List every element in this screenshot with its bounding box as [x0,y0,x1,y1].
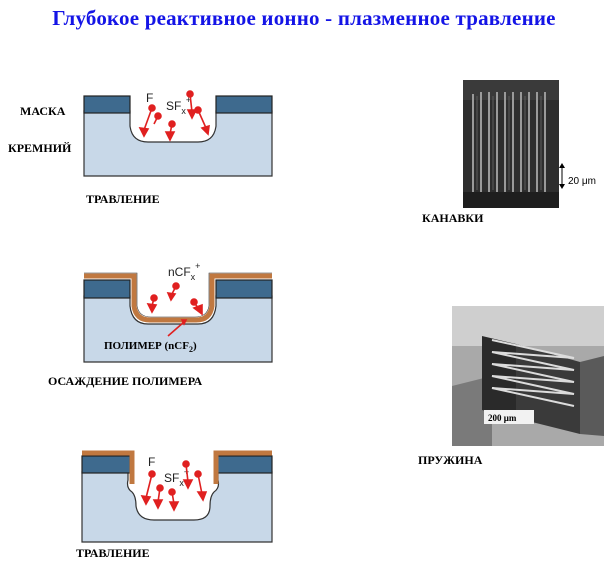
etch-step-diagram: F SFx+ [83,90,273,177]
silicon-label: КРЕМНИЙ [8,141,72,155]
mask-label: МАСКА [20,104,66,118]
ncf-ion-label: nCFx+ [168,261,200,282]
grooves-caption: КАНАВКИ [422,211,484,225]
sf-ion-label: SFx+ [166,95,191,116]
fluorine-label: F [146,91,153,105]
grooves-scale-bar [559,163,565,189]
mask-left [83,95,131,114]
silicon-substrate-2 [83,295,273,363]
polymer-layer-3 [82,450,135,484]
sf-ion-label-3: SFx+ [164,467,189,488]
silicon-substrate [83,110,273,177]
spring-caption: ПРУЖИНА [418,453,483,467]
page-title: Глубокое реактивное ионно - плазменное т… [52,6,556,30]
mask-right-2 [215,279,273,299]
etch-step-2-diagram: F SFx+ [81,450,273,543]
spring-scale-label: 200 μm [488,413,517,423]
spring-sem-image: 200 μm [452,306,604,446]
polymer-label: ПОЛИМЕР (nCF2) [104,340,197,355]
ion-arrows-2 [146,282,203,337]
grooves-scale-label: 20 μm [568,176,596,187]
deposition-caption: ОСАЖДЕНИЕ ПОЛИМЕРА [48,374,203,388]
fluorine-label-3: F [148,455,155,469]
silicon-substrate-3 [81,471,273,543]
mask-left-3 [81,455,131,474]
grooves-sem-image [463,80,559,208]
ion-arrows [138,90,210,142]
ion-arrows-3 [140,460,208,512]
etch-caption-2: ТРАВЛЕНИЕ [76,546,150,560]
etch-caption-1: ТРАВЛЕНИЕ [86,192,160,206]
polymer-layer [84,273,272,323]
mask-right-3 [215,455,273,474]
mask-left-2 [83,279,131,299]
deposition-step-diagram: nCFx+ [83,261,273,363]
mask-right [215,95,273,114]
